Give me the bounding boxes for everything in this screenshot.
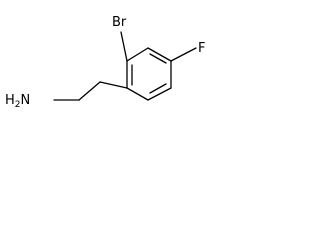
- ring-double-bond-upper: [149, 53, 167, 64]
- bond-ch2-to-n: [78, 81, 101, 101]
- ring-bond-top-left: [126, 47, 149, 62]
- ring-bond-bottom-left: [126, 87, 149, 101]
- fluorine-label: F: [198, 41, 205, 56]
- hydrazine-n: N: [21, 93, 31, 108]
- bond-ring-to-ch2: [99, 81, 128, 89]
- hydrazine-label: H2N: [5, 93, 30, 110]
- ring-double-bond-right: [149, 83, 167, 94]
- bond-to-fluorine: [170, 47, 197, 62]
- ring-bond-top-right: [147, 47, 172, 62]
- structure-canvas: Br F H2N: [0, 0, 250, 123]
- hydrazine-h: H: [5, 93, 15, 108]
- bond-to-bromine: [120, 31, 128, 62]
- molecule-diagram: Br F H2N: [5, 15, 205, 110]
- ring-bond-bottom-right: [147, 87, 172, 101]
- hydrazine-subscript: 2: [15, 100, 21, 110]
- bromine-label: Br: [112, 15, 127, 30]
